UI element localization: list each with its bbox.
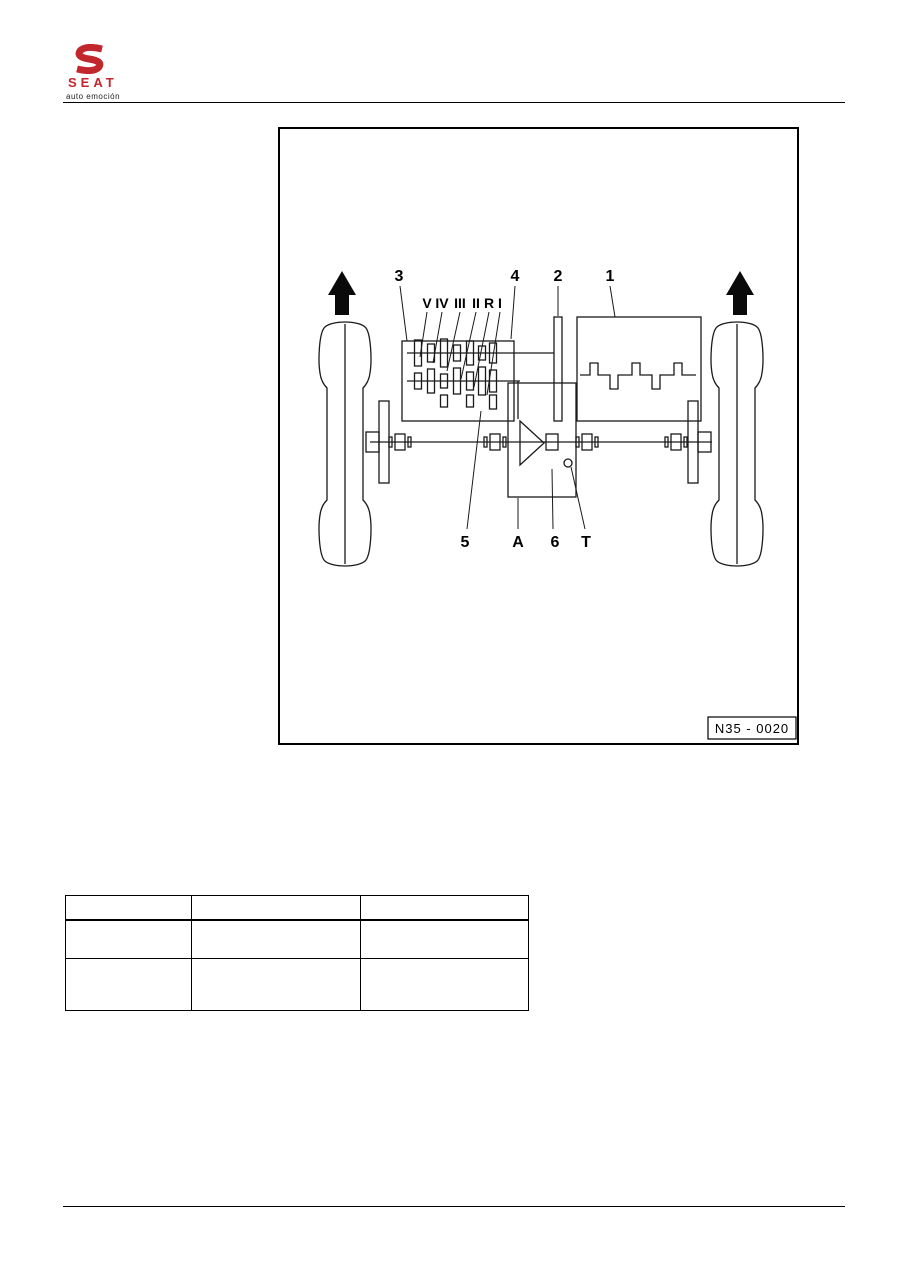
seat-emblem-icon — [75, 44, 104, 74]
crankshaft — [580, 362, 696, 390]
right-suspension-upright — [687, 400, 699, 484]
label-gear-III: III — [454, 295, 466, 311]
label-6: 6 — [551, 534, 560, 551]
drain-plug — [563, 458, 573, 468]
label-1: 1 — [606, 268, 615, 285]
top-labels: 3 4 2 1 — [395, 268, 615, 285]
label-gear-II: II — [472, 295, 480, 311]
cv-joint — [664, 433, 688, 451]
left-up-arrow-icon — [328, 271, 356, 315]
gear-cluster — [407, 338, 554, 419]
table-cell — [65, 958, 192, 1011]
table-cell — [191, 919, 361, 959]
table-cell — [65, 919, 192, 959]
table-cell — [360, 919, 529, 959]
footer-rule — [63, 1206, 845, 1207]
bottom-labels: 5 A 6 T — [461, 534, 592, 551]
table-cell — [191, 958, 361, 1011]
brand-name: SEAT — [68, 75, 118, 90]
label-2: 2 — [554, 268, 563, 285]
ref-code-box: N35 - 0020 — [707, 716, 797, 740]
label-gear-V: V — [422, 295, 432, 311]
engine-block — [576, 316, 702, 422]
label-T: T — [581, 534, 591, 551]
cv-joint — [483, 433, 507, 451]
transmission-schematic: 3 4 2 1 V IV III II R I 5 A 6 T — [318, 268, 797, 740]
table-cell — [360, 958, 529, 1011]
cv-joint — [388, 433, 412, 451]
cv-joint — [575, 433, 599, 451]
label-4: 4 — [511, 268, 520, 285]
spec-table-head — [65, 895, 529, 921]
left-wheel — [318, 321, 380, 567]
gear-position-labels: V IV III II R I — [422, 295, 502, 311]
table-header-row — [65, 895, 529, 921]
spec-table — [65, 895, 529, 1011]
right-wheel — [697, 321, 764, 567]
table-header-cell — [191, 895, 361, 921]
spec-table-body — [65, 919, 529, 1011]
transmission-diagram-frame: 3 4 2 1 V IV III II R I 5 A 6 T — [278, 127, 799, 745]
seat-logo: SEAT auto emoción — [62, 44, 172, 101]
label-A: A — [512, 534, 524, 551]
table-header-cell — [360, 895, 529, 921]
table-row — [65, 958, 529, 1011]
flywheel — [553, 316, 563, 422]
ref-code-label: N35 - 0020 — [715, 721, 789, 736]
label-5: 5 — [461, 534, 470, 551]
axle-driveshafts — [370, 400, 712, 484]
final-drive-housing — [507, 382, 577, 498]
label-gear-I: I — [498, 295, 502, 311]
leader-lines — [399, 285, 616, 530]
differential-crown — [519, 419, 545, 467]
label-gear-IV: IV — [435, 295, 449, 311]
label-gear-R: R — [484, 295, 494, 311]
brand-tagline: auto emoción — [66, 92, 121, 101]
table-header-cell — [65, 895, 192, 921]
table-row — [65, 919, 529, 959]
right-up-arrow-icon — [726, 271, 754, 315]
label-3: 3 — [395, 268, 404, 285]
header-rule — [63, 102, 845, 103]
